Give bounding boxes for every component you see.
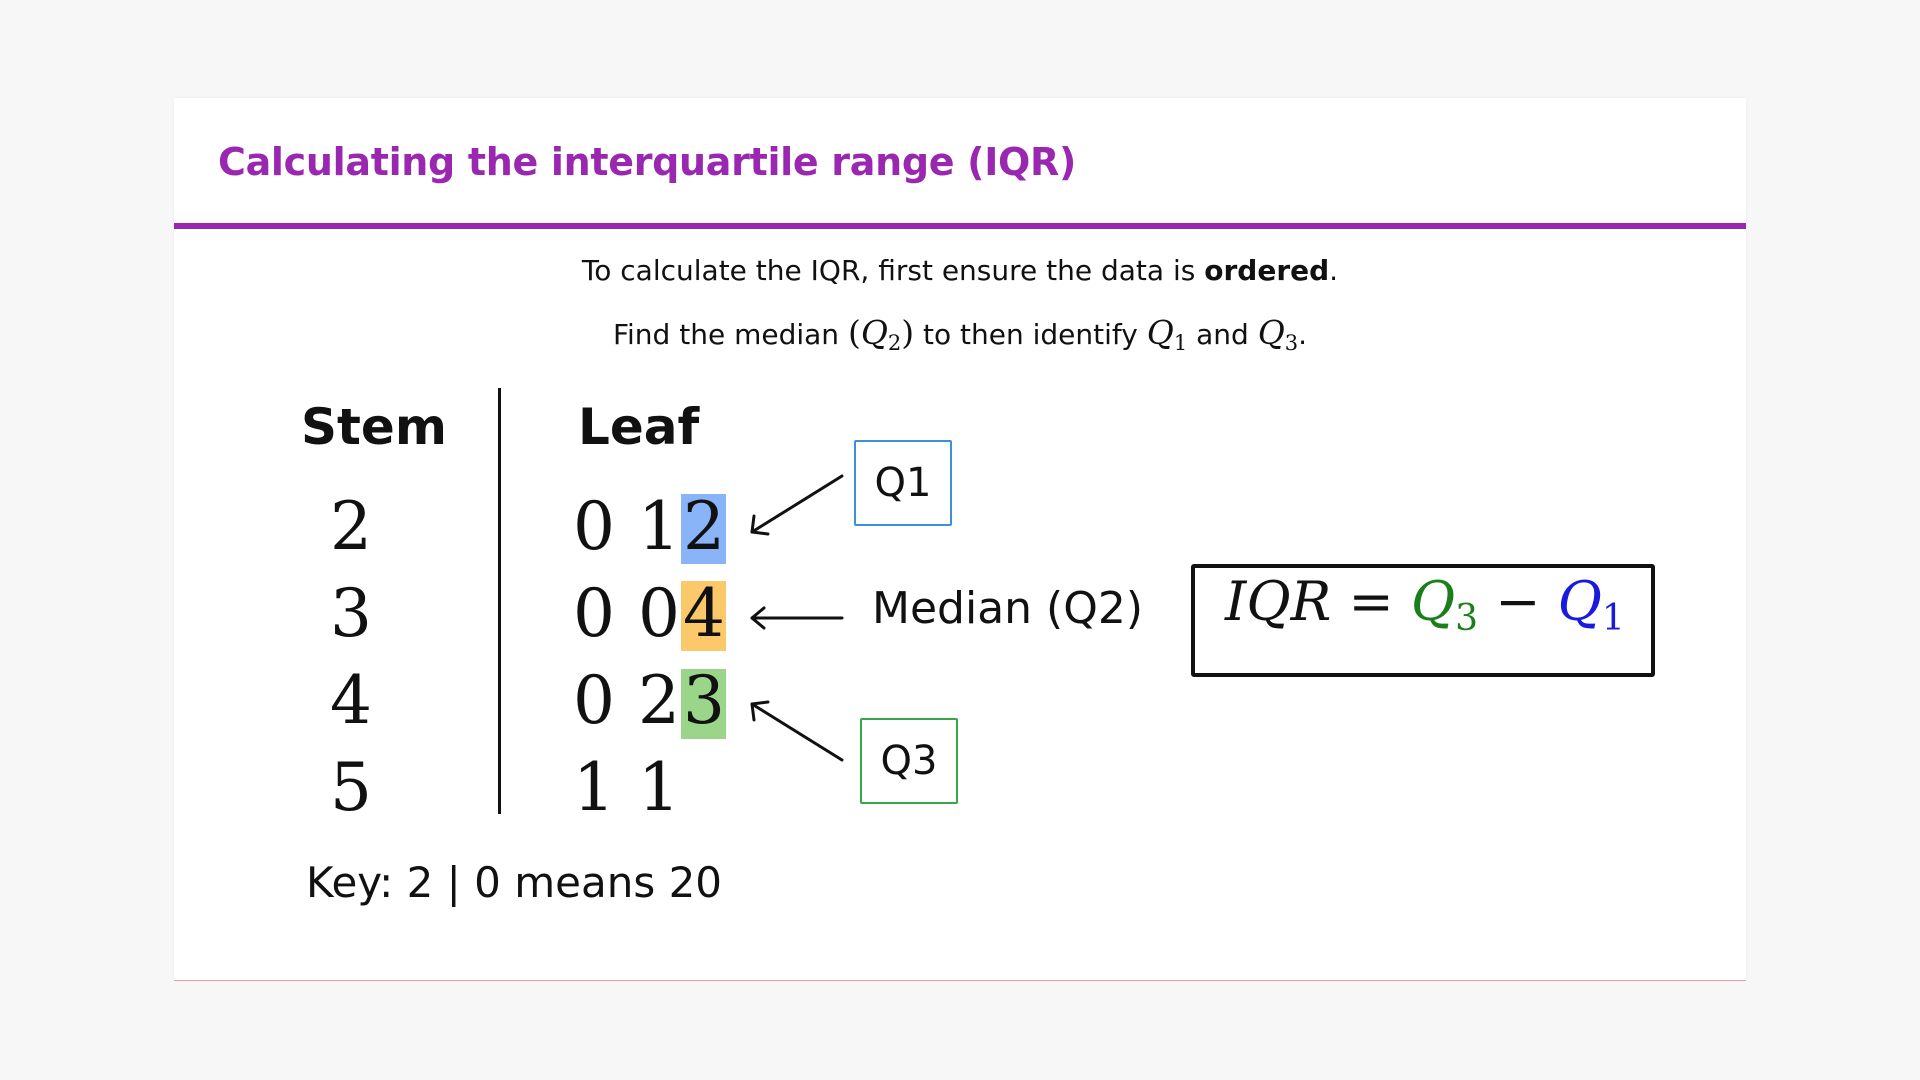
q1-arrow-line [750,474,844,534]
intro-line-2: Find the median (Q2) to then identify Q1… [174,313,1746,355]
intro-bold-word: ordered [1204,254,1330,287]
leaf-value-q1: 2 [683,488,725,565]
paren-close: ) [901,313,915,352]
formula-equals: = [1348,570,1394,633]
leaf-value: 1 [573,749,615,826]
q3-label-box: Q3 [860,718,958,804]
q1-highlight [681,494,726,564]
intro-period-2: . [1298,318,1308,351]
paren-open: ( [847,313,861,352]
intro-line-1: To calculate the IQR, first ensure the d… [174,254,1746,287]
formula-minus: − [1495,570,1541,633]
q3-subscript: 3 [1284,331,1299,355]
q3-arrow-head [750,700,770,722]
stem-value: 5 [330,749,372,826]
leaf-value: 1 [638,749,680,826]
stem-leaf-key: Key: 2 | 0 means 20 [306,858,723,907]
q3-symbol: Q [1257,313,1285,352]
q2-symbol: Q [860,313,888,352]
intro-text: To calculate the IQR, first ensure the d… [581,254,1205,287]
formula-q1: Q1 [1557,570,1625,639]
formula-q1-letter: Q [1557,570,1602,633]
title-divider [174,223,1746,229]
median-arrow-head [750,606,766,630]
leaf-value: 0 [573,488,615,565]
stem-value: 2 [330,488,372,565]
q1-subscript: 1 [1173,331,1188,355]
intro-text-c: and [1187,318,1258,351]
leaf-value: 0 [638,575,680,652]
formula-lhs: IQR [1225,570,1332,633]
median-highlight [681,581,726,651]
slide-card: Calculating the interquartile range (IQR… [174,98,1746,980]
intro-text-b: to then identify [914,318,1147,351]
leaf-value: 1 [638,488,680,565]
stem-header: Stem [301,398,447,456]
q1-label: Q1 [874,460,932,506]
leaf-value: 0 [573,662,615,739]
leaf-value: 2 [638,662,680,739]
formula-q3: Q3 [1410,570,1478,639]
q3-highlight [681,669,726,739]
leaf-value-median: 4 [683,575,725,652]
intro-text-a: Find the median [612,318,848,351]
leaf-value-q3: 3 [683,662,725,739]
formula-q3-letter: Q [1410,570,1456,633]
iqr-formula-box: IQR = Q3 − Q1 [1191,564,1655,677]
iqr-formula: IQR = Q3 − Q1 [1225,570,1625,639]
q1-arrow-head [750,514,770,536]
stem-value: 3 [330,575,372,652]
q3-arrow-line [750,702,844,762]
q3-label: Q3 [880,738,938,784]
q1-symbol: Q [1146,313,1174,352]
slide-title: Calculating the interquartile range (IQR… [218,140,1077,184]
formula-q1-subscript: 1 [1601,598,1625,639]
q2-subscript: 2 [887,331,902,355]
intro-period: . [1329,254,1339,287]
leaf-header: Leaf [578,398,700,456]
formula-q3-subscript: 3 [1455,598,1479,639]
stem-value: 4 [330,662,372,739]
median-label: Median (Q2) [872,583,1143,634]
q1-label-box: Q1 [854,440,952,526]
annotation-arrows [750,474,844,762]
leaf-value: 0 [573,575,615,652]
card-bottom-border [174,980,1746,981]
stem-leaf-divider [498,388,501,814]
